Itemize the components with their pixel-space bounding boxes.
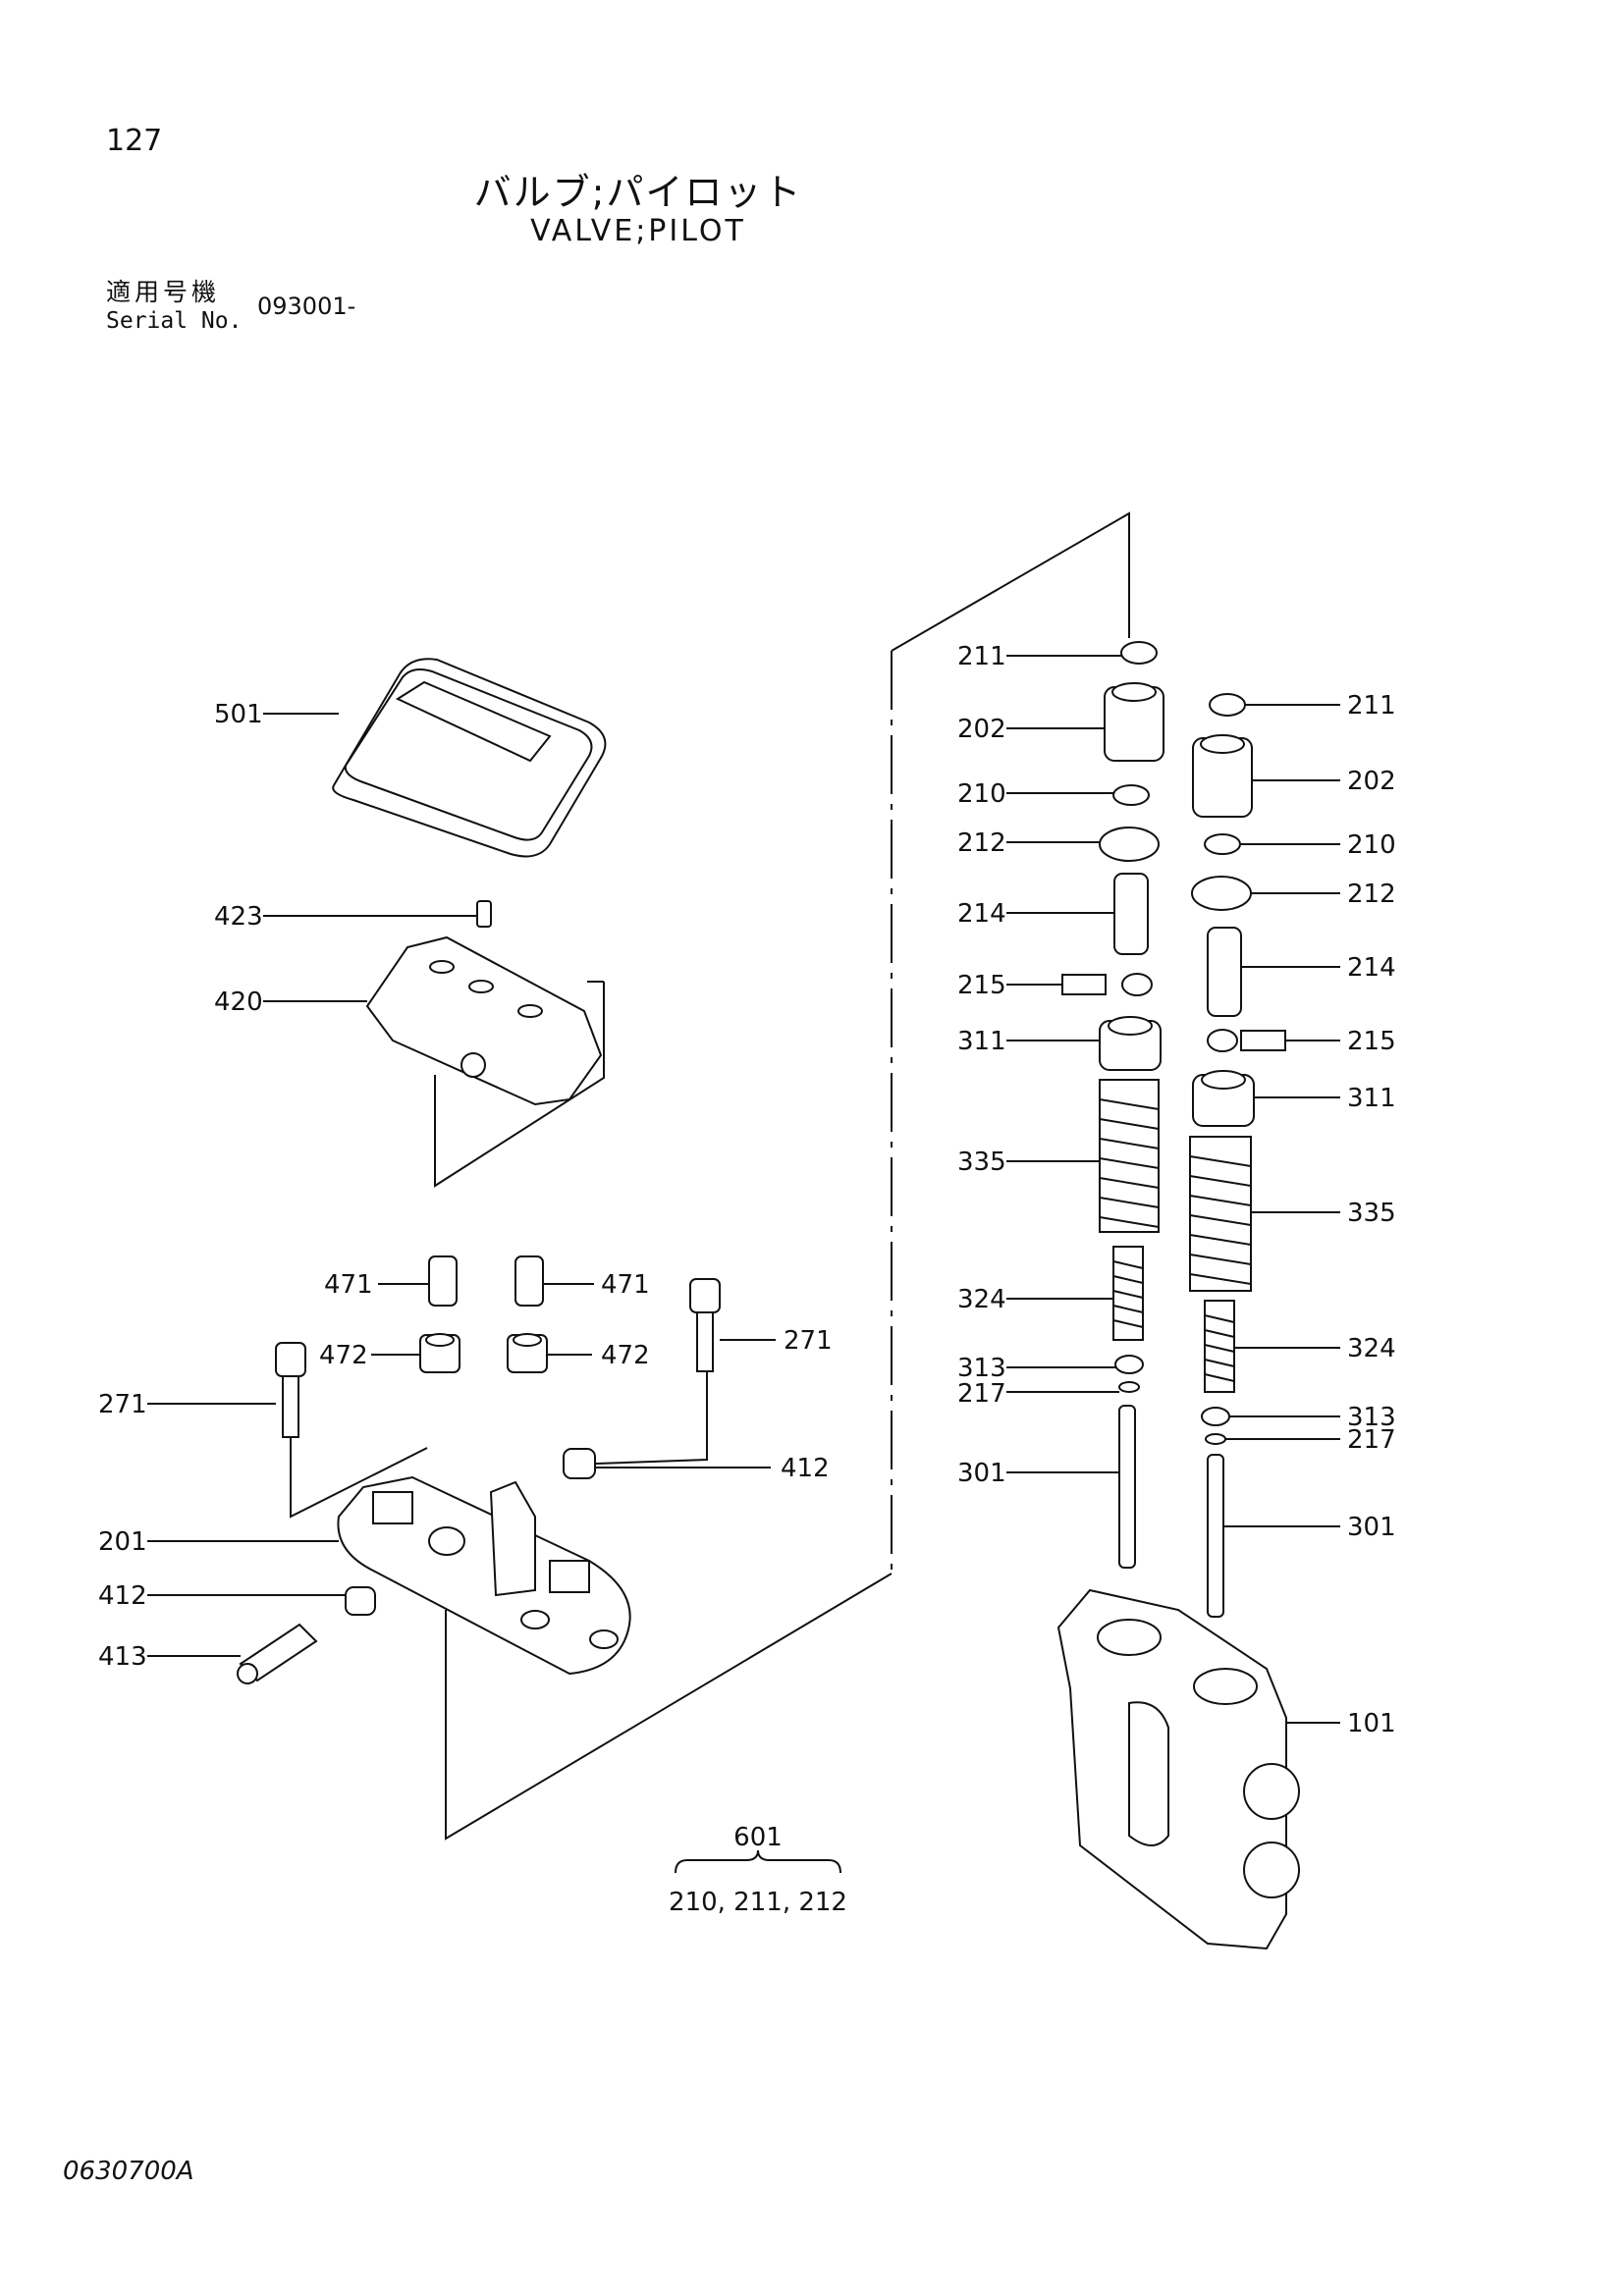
callout-412-left: 412 (98, 1581, 147, 1611)
callout-311-b: 311 (1347, 1084, 1396, 1113)
callout-215-b: 215 (1347, 1027, 1396, 1056)
callout-210-b: 210 (1347, 830, 1396, 860)
serial-label-english: Serial No. (106, 308, 243, 334)
callout-471-right: 471 (601, 1270, 650, 1300)
document-code: 0630700A (63, 2157, 194, 2186)
part-471-plugs (428, 1255, 544, 1307)
callout-211-a: 211 (957, 642, 1006, 671)
part-101-valve-body (1056, 1588, 1300, 1950)
callout-335-a: 335 (957, 1148, 1006, 1177)
callout-101: 101 (1347, 1709, 1396, 1738)
title-japanese: バルブ;パイロット (473, 171, 803, 214)
part-423-screw (476, 900, 492, 928)
assembly-outline (290, 511, 1130, 1841)
callout-212-b: 212 (1347, 880, 1396, 909)
callout-311-a: 311 (957, 1027, 1006, 1056)
part-472-nuts (419, 1333, 548, 1373)
callout-214-a: 214 (957, 899, 1006, 929)
part-271-bolts (275, 1278, 721, 1438)
serial-number-value: 093001- (257, 293, 356, 320)
callout-471-left: 471 (324, 1270, 373, 1300)
callout-301-a: 301 (957, 1459, 1006, 1488)
callout-301-b: 301 (1347, 1513, 1396, 1542)
column-a-parts (1061, 641, 1164, 1569)
kit-contents: 210, 211, 212 (669, 1888, 847, 1917)
callout-412-right: 412 (781, 1454, 830, 1483)
part-412-pins (345, 1448, 596, 1616)
callout-335-b: 335 (1347, 1199, 1396, 1228)
callout-413: 413 (98, 1642, 147, 1672)
callout-215-a: 215 (957, 971, 1006, 1000)
callout-324-a: 324 (957, 1285, 1006, 1314)
callout-271-right: 271 (784, 1326, 833, 1356)
callout-313-b: 313 (1347, 1403, 1396, 1432)
callout-313-a: 313 (957, 1354, 1006, 1383)
callout-202-b: 202 (1347, 767, 1396, 796)
callout-324-b: 324 (1347, 1334, 1396, 1363)
callout-214-b: 214 (1347, 953, 1396, 983)
callout-201: 201 (98, 1527, 147, 1557)
callout-420: 420 (214, 988, 263, 1017)
page-number: 127 (106, 124, 163, 158)
callout-210-a: 210 (957, 779, 1006, 809)
part-420-plate (365, 935, 603, 1106)
callout-472-left: 472 (319, 1341, 368, 1370)
title-english: VALVE;PILOT (530, 214, 746, 248)
callout-423: 423 (214, 902, 263, 932)
callout-202-a: 202 (957, 715, 1006, 744)
callout-212-a: 212 (957, 828, 1006, 858)
callout-501: 501 (214, 700, 263, 729)
part-413-pin (237, 1623, 318, 1684)
callout-217-b: 217 (1347, 1425, 1396, 1455)
callout-472-right: 472 (601, 1341, 650, 1370)
serial-label-japanese: 適用号機 (106, 278, 221, 306)
part-201-base (337, 1475, 631, 1676)
leader-lines (147, 655, 1340, 1874)
callout-217-a: 217 (957, 1379, 1006, 1409)
part-501-boot (332, 658, 607, 858)
callout-271-left: 271 (98, 1390, 147, 1419)
kit-number: 601 (733, 1823, 783, 1852)
callout-211-b: 211 (1347, 691, 1396, 721)
column-b-parts (1189, 693, 1286, 1618)
